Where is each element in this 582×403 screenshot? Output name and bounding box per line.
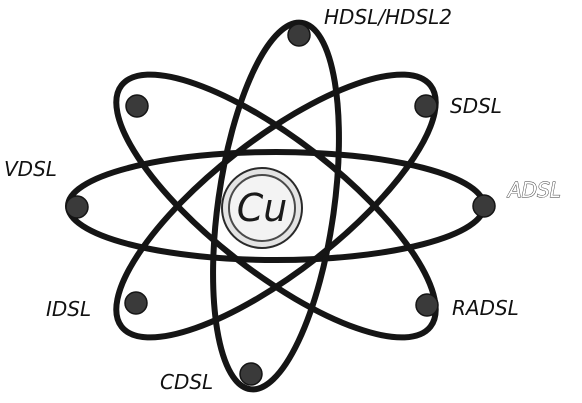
- label-sdsl: SDSL: [450, 94, 502, 118]
- electron-vdsl: [66, 196, 88, 218]
- label-cdsl: CDSL: [160, 370, 213, 394]
- electron-idsl: [125, 292, 147, 314]
- electron-adsl: [473, 195, 495, 217]
- label-vdsl: VDSL: [4, 157, 57, 181]
- nucleus-label: Cu: [237, 186, 288, 230]
- label-idsl: IDSL: [46, 297, 91, 321]
- nucleus: Cu: [222, 168, 302, 248]
- electron-cdsl: [240, 363, 262, 385]
- label-hdsl: HDSL/HDSL2: [324, 5, 452, 29]
- label-adsl: ADSL: [506, 178, 561, 202]
- electron-radsl: [416, 294, 438, 316]
- label-radsl: RADSL: [452, 296, 519, 320]
- electron-hdsl: [288, 24, 310, 46]
- electron-top-left: [126, 95, 148, 117]
- electron-sdsl: [415, 95, 437, 117]
